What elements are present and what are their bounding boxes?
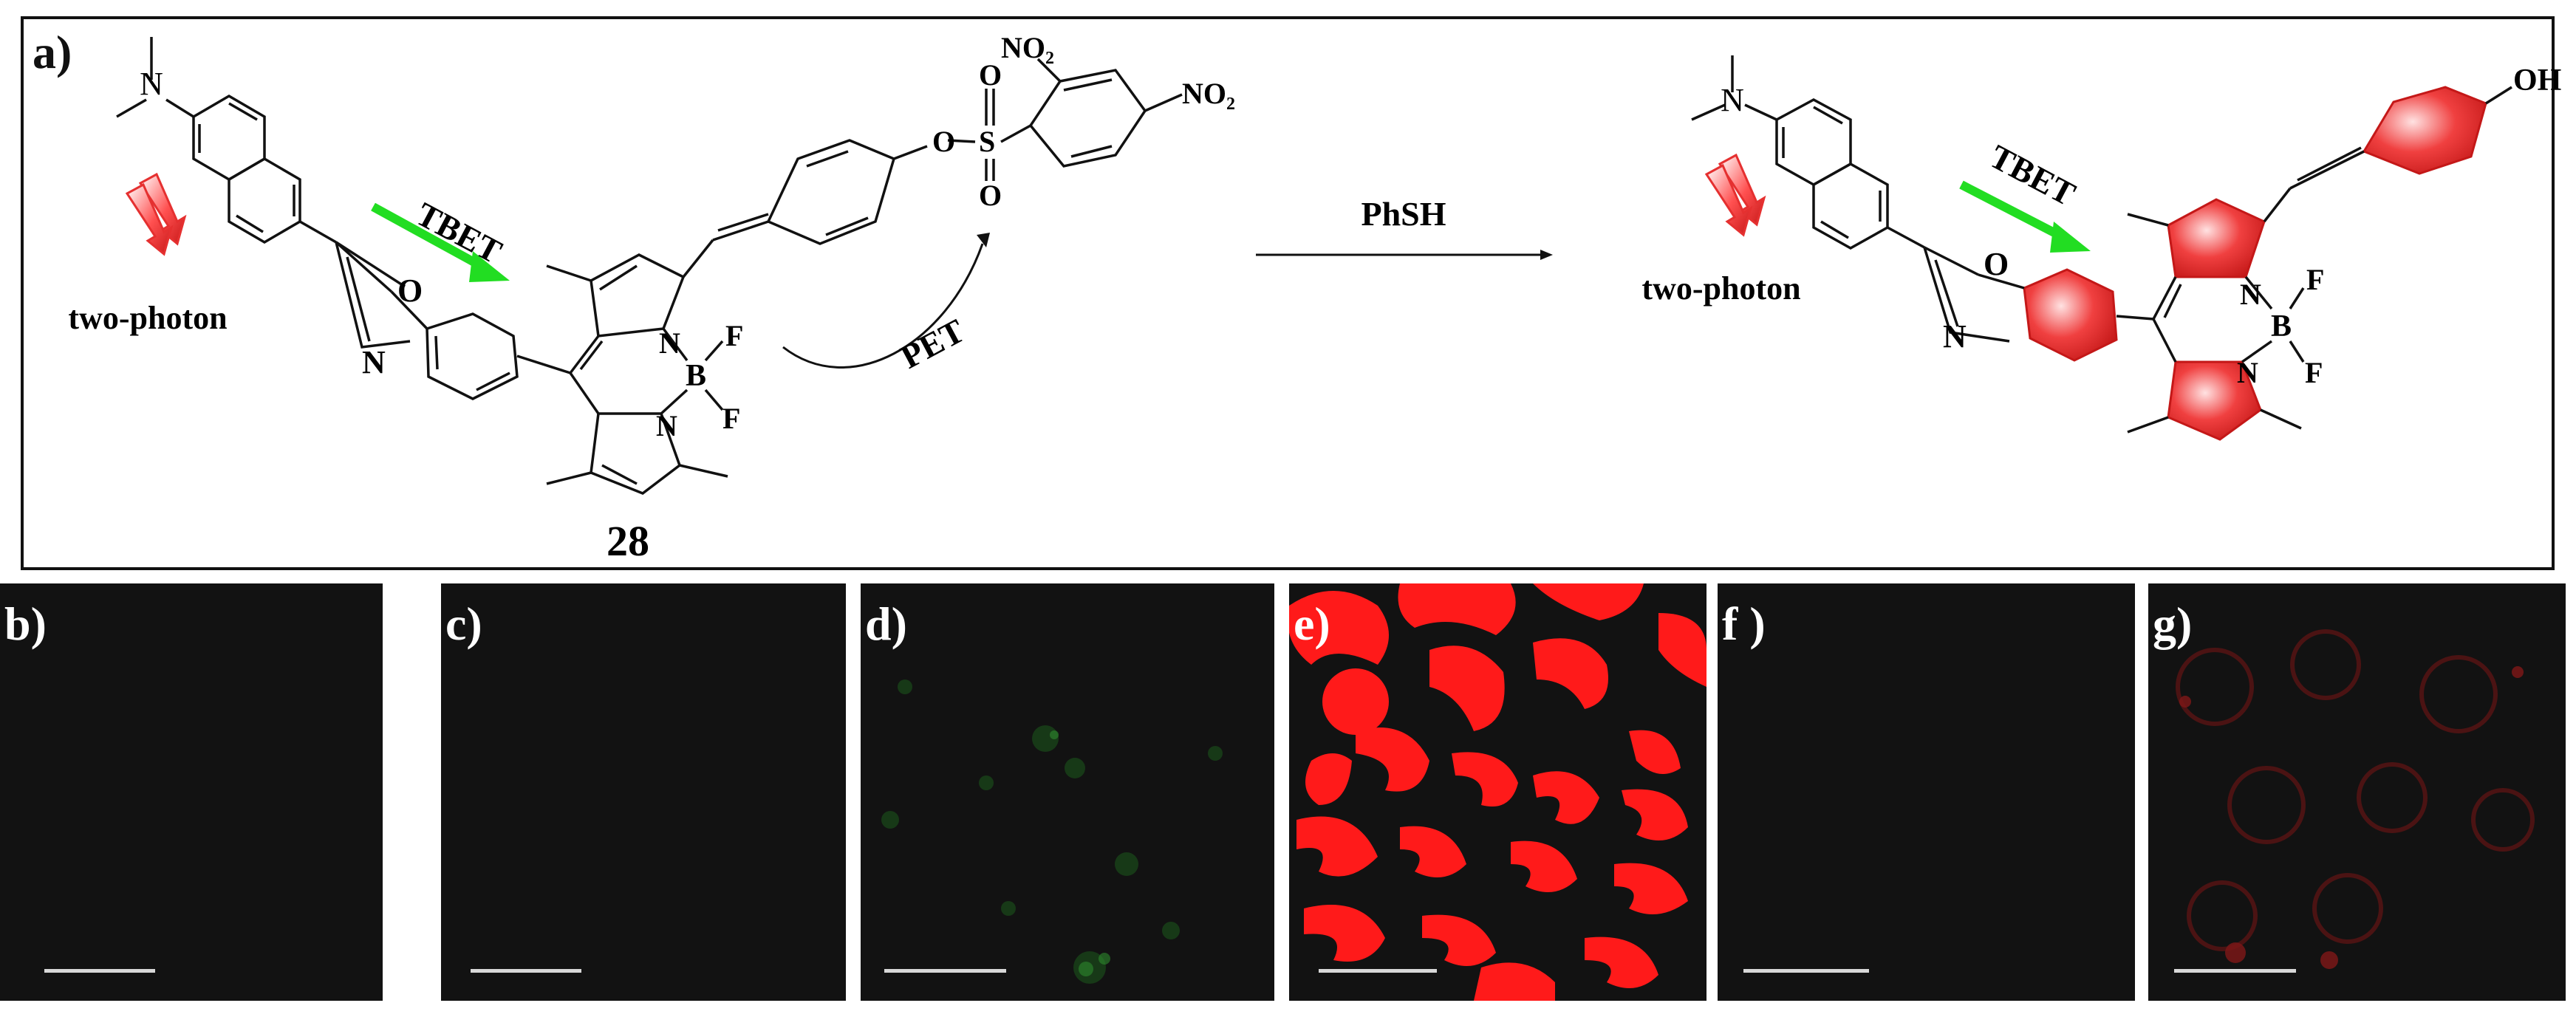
micrograph-label-g: g) — [2153, 597, 2193, 650]
scale-bar — [44, 969, 155, 973]
product-structure — [1691, 55, 2512, 441]
reactant-nitro-para: NO₂ — [1182, 77, 1235, 110]
product-boron: B — [2271, 309, 2292, 343]
micrograph-f: f ) — [1718, 583, 2135, 1001]
reaction-scheme: N two-photon TBET O N N N B F F O S O O … — [68, 31, 2561, 565]
reactant-pet-label: PET — [895, 312, 971, 376]
reactant-bodipy-n2: N — [656, 409, 677, 442]
micrograph-label-f: f ) — [1722, 597, 1766, 650]
product-hydroxyl: OH — [2513, 64, 2561, 97]
micrograph-g: g) — [2148, 583, 2566, 1001]
green-channel-signal — [881, 679, 1223, 984]
product-two-photon-arrow-icon — [1704, 153, 1766, 237]
reactant-sulfur: S — [979, 125, 995, 158]
tbet-arrow-icon — [371, 202, 510, 282]
two-photon-arrow-icon — [125, 172, 187, 256]
product-two-photon-label: two-photon — [1641, 270, 1800, 307]
scale-bar — [2174, 969, 2296, 973]
scale-bar — [1743, 969, 1869, 973]
reactant-fluorine1: F — [725, 319, 743, 352]
reactant-sulfonyl-o1: O — [979, 58, 1002, 92]
reactant-nitro-ortho: NO₂ — [1001, 31, 1054, 64]
reactant-nme2-n: N — [140, 66, 163, 102]
reactant-oxazole-o: O — [397, 273, 423, 309]
scale-bar — [471, 969, 581, 973]
product-fluorine2: F — [2305, 356, 2323, 389]
micrograph-label-c: c) — [445, 597, 482, 650]
product-oxazole-n: N — [1943, 318, 1967, 355]
micrograph-label-b: b) — [4, 597, 47, 650]
micrograph-b: b) — [0, 583, 383, 1001]
reactant-tbet-label: TBET — [410, 195, 508, 271]
reactant-structure — [116, 37, 1183, 495]
reactant-fluorine2: F — [722, 402, 740, 435]
micrograph-label-e: e) — [1294, 597, 1330, 650]
scheme-panel — [21, 16, 2555, 570]
product-tbet-arrow-icon — [1959, 180, 2091, 253]
product-oxazole-o: O — [1984, 246, 2009, 282]
micrograph-label-d: d) — [865, 597, 907, 650]
reagent-label: PhSH — [1361, 195, 1446, 233]
micrograph-e: e) — [1289, 583, 1706, 1001]
reactant-ester-o: O — [932, 125, 955, 158]
red-channel-signal — [1289, 583, 1706, 1001]
scale-bar — [1319, 969, 1437, 973]
reactant-boron: B — [686, 359, 706, 393]
faint-red-channel-signal — [2176, 629, 2535, 969]
product-nme2-n: N — [1721, 82, 1744, 118]
reactant-bodipy-n1: N — [659, 326, 680, 360]
reactant-oxazole-n: N — [362, 344, 386, 380]
reactant-sulfonyl-o2: O — [979, 179, 1002, 212]
micrograph-c: c) — [441, 583, 846, 1001]
micrograph-d: d) — [861, 583, 1274, 1001]
pet-arrowhead — [977, 233, 990, 247]
product-fluorine1: F — [2306, 263, 2324, 296]
panel-label-a: a) — [33, 26, 72, 78]
reactant-two-photon-label: two-photon — [68, 300, 227, 336]
compound-number: 28 — [607, 517, 649, 565]
product-bodipy-n2: N — [2237, 356, 2258, 389]
product-bodipy-n1: N — [2240, 278, 2261, 311]
scale-bar — [884, 969, 1006, 973]
reaction-arrow — [1256, 250, 1553, 260]
